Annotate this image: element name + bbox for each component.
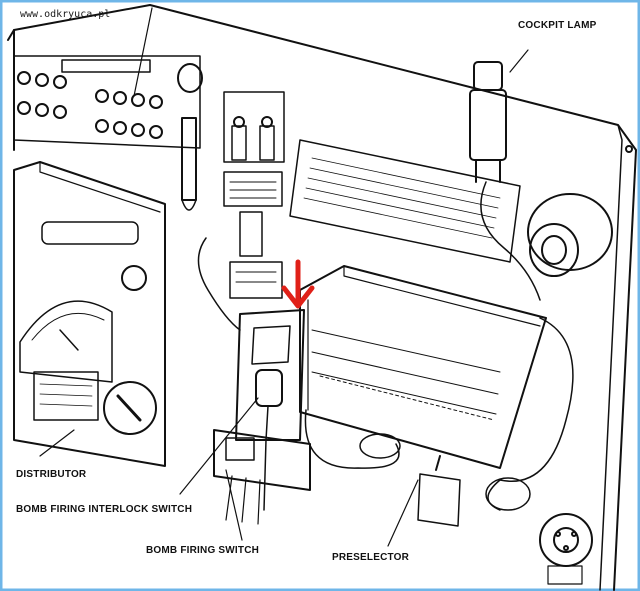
cable-loop-right <box>487 317 574 511</box>
mode-switch-block <box>223 91 285 299</box>
cable-grommet <box>359 433 401 459</box>
preselector-box <box>299 265 547 469</box>
label-preselector: PRESELECTOR <box>332 552 410 563</box>
leader-line-interlock <box>179 397 259 495</box>
red-arrow-indicator <box>281 259 315 309</box>
cockpit-lamp-assembly <box>469 61 541 301</box>
leader-line-preselector <box>387 479 419 547</box>
round-motor-unit <box>527 193 613 277</box>
firing-switch-block <box>213 429 311 525</box>
instruction-placard <box>289 139 521 263</box>
label-bomb-firing-switch: BOMB FIRING SWITCH <box>146 545 260 556</box>
panel-right-edge <box>599 124 623 591</box>
round-connector <box>539 513 593 585</box>
leader-line-lamp <box>509 49 529 73</box>
panel-screw <box>625 145 633 153</box>
leader-line-distributor <box>39 429 75 457</box>
distributor-box <box>13 161 166 467</box>
label-distributor: DISTRIBUTOR <box>16 469 87 480</box>
interlock-switch-unit <box>197 237 305 511</box>
label-cockpit-lamp: COCKPIT LAMP <box>518 20 597 31</box>
fuse-cluster <box>13 55 203 211</box>
selector-switch <box>417 455 461 527</box>
label-bomb-firing-interlock-switch: BOMB FIRING INTERLOCK SWITCH <box>16 504 193 515</box>
panel-left-edge <box>7 29 15 151</box>
watermark-text: www.odkryuca.pl <box>20 9 111 20</box>
leader-line-top <box>133 7 153 97</box>
leader-line-firing-switch <box>225 469 243 541</box>
cable-loop-left <box>304 409 400 469</box>
cable-clamp <box>485 477 531 511</box>
